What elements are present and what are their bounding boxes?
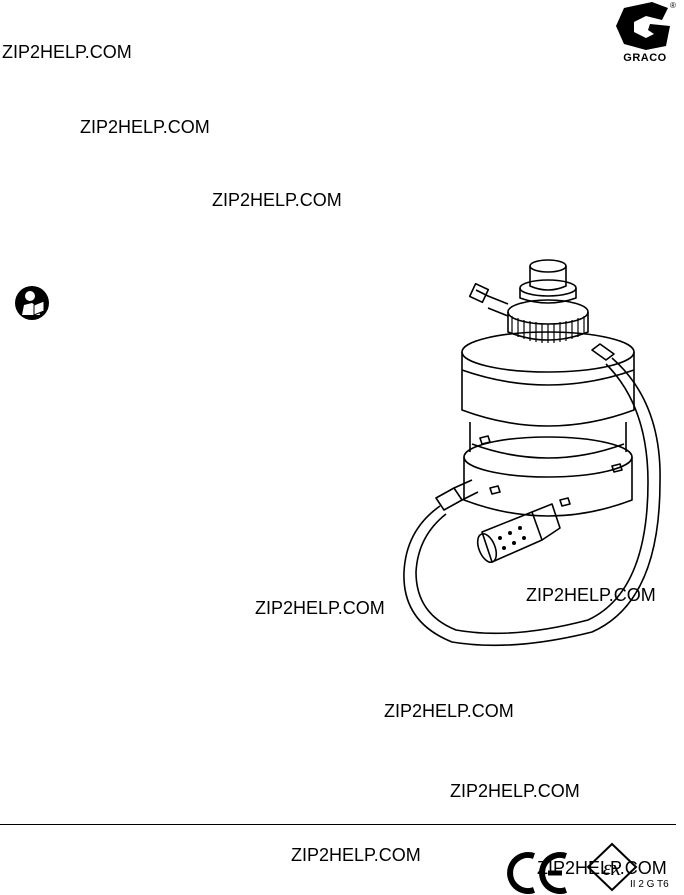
watermark: ZIP2HELP.COM <box>255 598 385 618</box>
registered-mark: ® <box>670 1 676 10</box>
watermark: ZIP2HELP.COM <box>80 117 210 137</box>
watermark: ZIP2HELP.COM <box>2 42 132 62</box>
watermark: ZIP2HELP.COM <box>537 858 667 878</box>
graco-logo: ® GRACO <box>612 0 678 70</box>
watermark: ZIP2HELP.COM <box>291 845 421 865</box>
watermark: ZIP2HELP.COM <box>450 781 580 801</box>
footer-divider <box>0 824 676 825</box>
read-manual-icon <box>15 286 49 320</box>
ce-mark-icon <box>507 852 567 894</box>
logo-brand-text: GRACO <box>623 52 667 64</box>
watermark: ZIP2HELP.COM <box>384 701 514 721</box>
watermark: ZIP2HELP.COM <box>212 190 342 210</box>
atex-code: II 2 G T6 <box>630 879 669 890</box>
ex-explosion-proof-icon: εx <box>586 842 638 892</box>
pump-illustration <box>403 259 661 647</box>
svg-text:εx: εx <box>603 855 622 880</box>
graco-g-icon <box>616 2 670 50</box>
